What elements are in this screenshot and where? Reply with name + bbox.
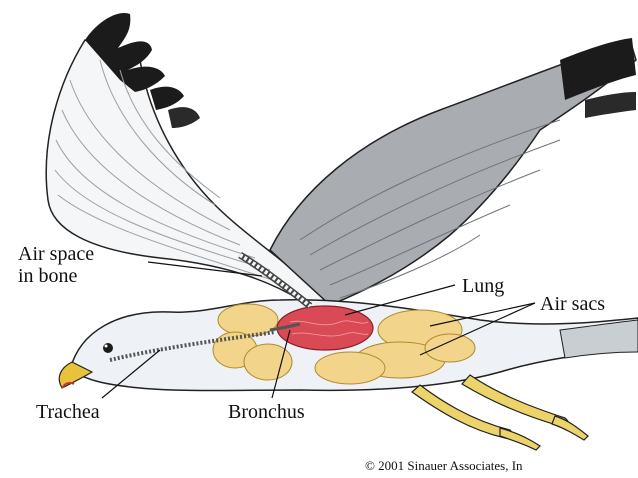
leader-lung	[344, 284, 456, 316]
label-bronchus: Bronchus	[228, 401, 305, 423]
right-wing	[269, 38, 637, 306]
label-air-space-line2: in bone	[18, 265, 78, 287]
lung	[276, 305, 374, 351]
bronchus	[269, 322, 301, 332]
left-wing	[45, 13, 332, 307]
leader-air-sacs-2	[419, 302, 536, 356]
label-lung: Lung	[462, 275, 504, 297]
label-trachea: Trachea	[36, 401, 100, 423]
leader-bronchus	[271, 329, 291, 399]
eye	[103, 343, 113, 353]
label-air-space-line1: Air space	[18, 243, 94, 265]
leader-air-space	[147, 261, 263, 277]
bone-air-space	[238, 251, 313, 309]
leader-trachea	[101, 349, 161, 399]
leader-air-sacs-1	[429, 302, 536, 327]
leader-lines	[101, 261, 536, 399]
label-air-sacs: Air sacs	[540, 293, 605, 315]
air-sacs	[212, 303, 476, 385]
legs	[411, 374, 589, 451]
bird-head	[58, 343, 113, 389]
copyright-notice: © 2001 Sinauer Associates, In	[365, 458, 523, 473]
